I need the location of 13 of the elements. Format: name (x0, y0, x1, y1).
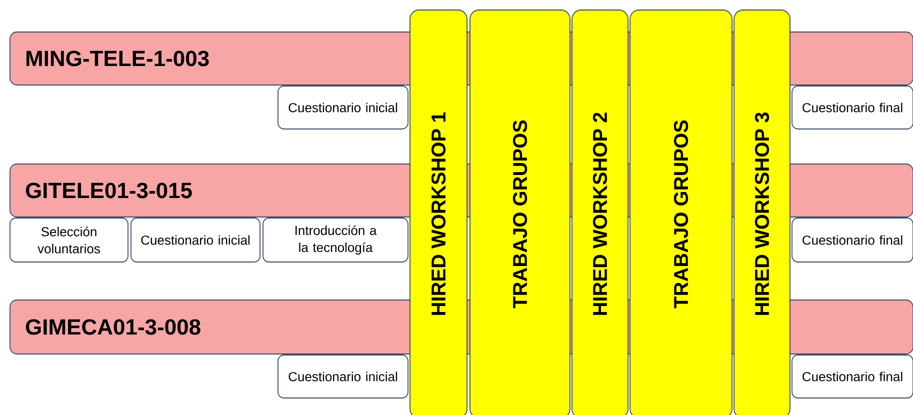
step-box: Selección voluntarios (10, 218, 128, 262)
workshop-column: TRABAJO GRUPOS (630, 10, 732, 415)
step-box: Introducción a la tecnología (262, 218, 408, 262)
workshop-column: HIRED WORKSHOP 3 (734, 10, 790, 415)
step-box: Cuestionario inicial (278, 354, 408, 398)
workshop-column: HIRED WORKSHOP 1 (410, 10, 468, 415)
step-box: Cuestionario final (792, 86, 913, 130)
step-box: Cuestionario final (792, 354, 913, 398)
step-box: Cuestionario final (792, 218, 913, 262)
step-box: Cuestionario inicial (130, 218, 260, 262)
step-box: Cuestionario inicial (278, 86, 408, 130)
workshop-column: TRABAJO GRUPOS (470, 10, 570, 415)
workshop-column: HIRED WORKSHOP 2 (572, 10, 628, 415)
